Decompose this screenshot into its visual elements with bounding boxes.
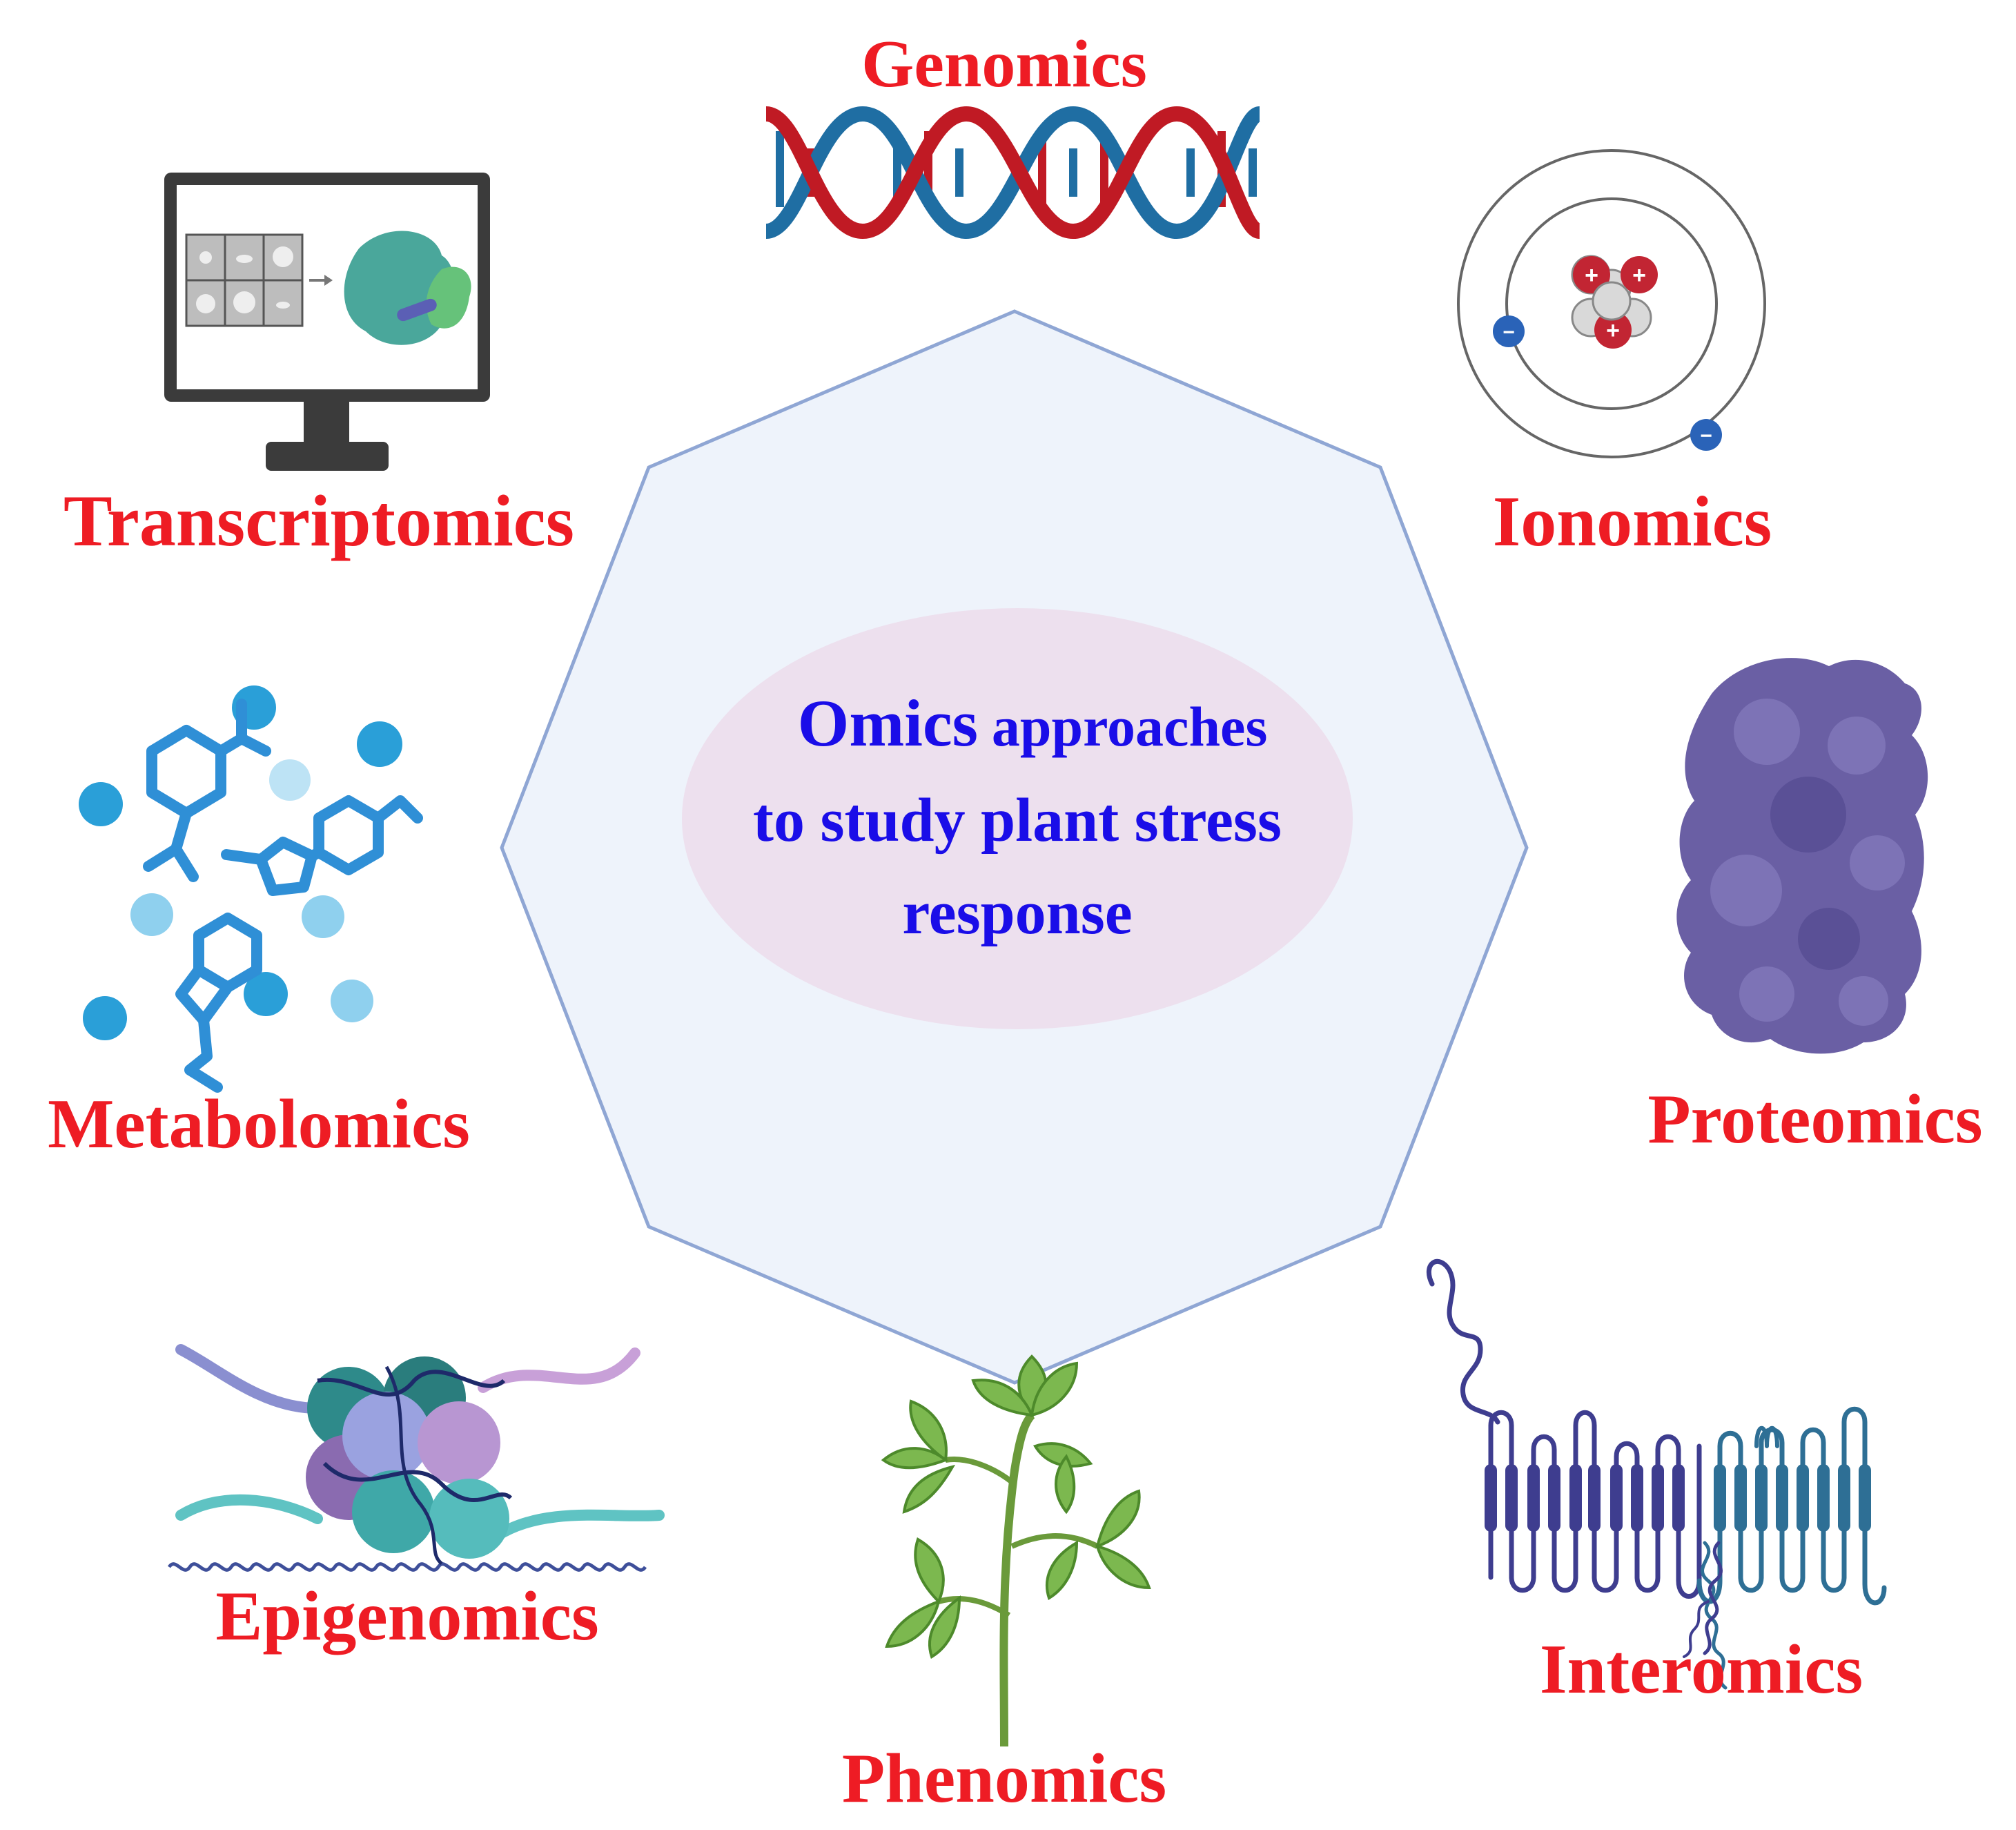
label-metabolomics: Metabolomics: [48, 1085, 470, 1163]
label-proteomics: Proteomics: [1647, 1080, 1982, 1158]
center-ellipse: [682, 608, 1353, 1029]
center-title-word2: approaches: [992, 695, 1267, 758]
metabolite-molecules-icon: [79, 685, 423, 1093]
proton-plus-sign: +: [1632, 262, 1646, 289]
protein-blob-icon: [1676, 658, 1928, 1054]
computer-monitor-icon: [164, 173, 490, 471]
label-transcriptomics: Transcriptomics: [63, 480, 574, 561]
label-phenomics: Phenomics: [842, 1740, 1166, 1818]
label-ionomics: Ionomics: [1493, 482, 1772, 561]
dna-helix-icon: [764, 106, 1262, 240]
label-interomics: Interomics: [1540, 1631, 1863, 1709]
electron-minus-sign: −: [1503, 321, 1515, 344]
center-title-word1: Omics: [798, 686, 978, 760]
plant-seedling-icon: [881, 1354, 1151, 1747]
center-subtitle-line2: to study plant stress: [753, 786, 1282, 855]
label-genomics: Genomics: [861, 27, 1147, 101]
proton-plus-sign: +: [1606, 318, 1620, 344]
electron-minus-sign: −: [1700, 425, 1712, 447]
center-subtitle-line3: response: [902, 879, 1132, 947]
proton-plus-sign: +: [1585, 262, 1598, 289]
membrane-protein-icon: [1426, 1259, 1887, 1690]
nucleosome-icon: [167, 1344, 665, 1572]
label-epigenomics: Epigenomics: [215, 1577, 598, 1655]
atom-icon: + + + − −: [1457, 149, 1766, 458]
